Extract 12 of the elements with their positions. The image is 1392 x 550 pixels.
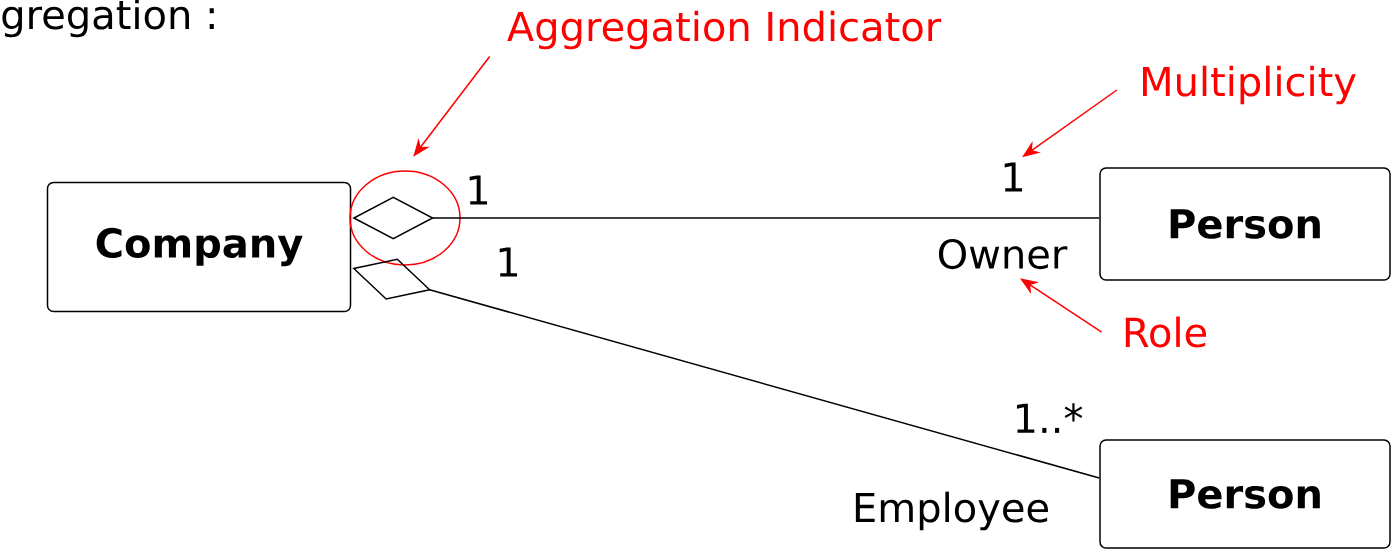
annotation-label: Multiplicity	[1143, 65, 1356, 105]
multiplicity-label: 1	[469, 175, 488, 205]
class-box: Person	[1099, 439, 1391, 549]
annotation-label: Aggregation Indicator	[507, 10, 942, 50]
class-box: Person	[1099, 167, 1391, 281]
multiplicity-label: 1	[1004, 162, 1023, 192]
annotation-label: Role	[1125, 316, 1207, 348]
role-label: Owner	[938, 238, 1068, 270]
multiplicity-label: 1	[499, 247, 518, 277]
role-label: Employee	[855, 491, 1048, 531]
class-box: Company	[46, 181, 352, 313]
multiplicity-label: 1..*	[1016, 403, 1083, 433]
